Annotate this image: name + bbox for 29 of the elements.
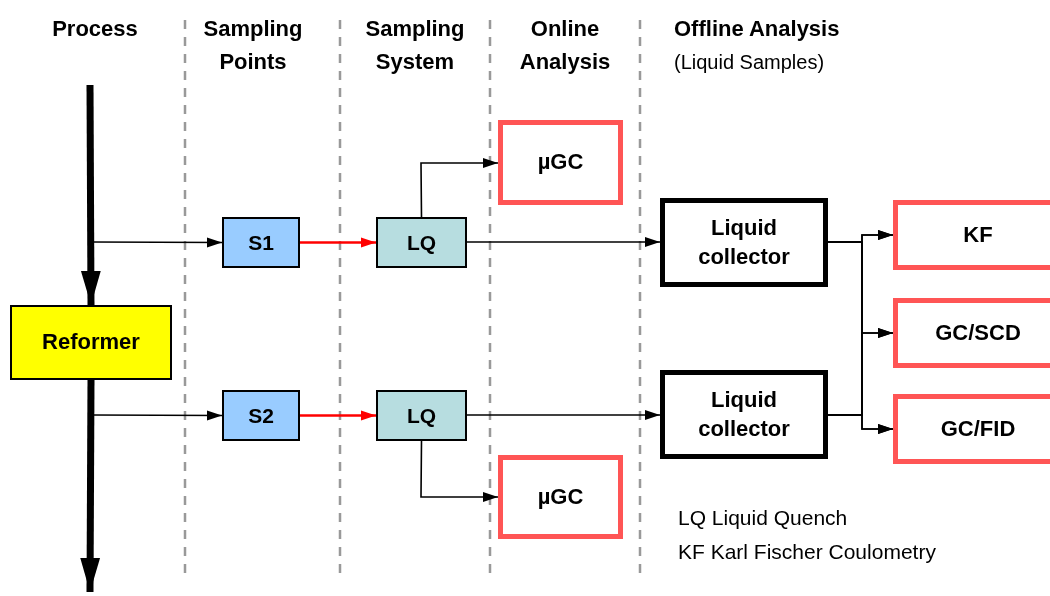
reactor-box: Reformer [10, 305, 172, 380]
collector-box: Liquid collector [660, 198, 828, 287]
quench-box: LQ [376, 217, 467, 268]
arrow [420, 440, 499, 502]
sampling-point-box: S1 [222, 217, 300, 268]
arrow [91, 237, 223, 248]
collector-box: Liquid collector [660, 370, 828, 459]
arrow [466, 410, 661, 420]
analyzer-box: GC/FID [893, 394, 1050, 464]
arrow [420, 158, 499, 218]
sampling-point-box: S2 [222, 390, 300, 441]
arrow [827, 414, 894, 434]
arrow [466, 237, 661, 247]
analyzer-box: µGC [498, 455, 623, 539]
quench-box: LQ [376, 390, 467, 441]
analyzer-box: KF [893, 200, 1050, 270]
arrow [300, 237, 376, 248]
column-subheading: (Liquid Samples) [674, 50, 826, 75]
analyzer-box: µGC [498, 120, 623, 205]
column-heading: Online Analysis [518, 15, 612, 76]
column-heading: Process [51, 15, 139, 43]
note-text: KF Karl Fischer Coulometry [678, 539, 937, 565]
column-heading: Offline Analysis [674, 15, 841, 43]
arrow [300, 410, 376, 421]
analyzer-box: GC/SCD [893, 298, 1050, 368]
column-heading: Sampling Points [202, 15, 304, 76]
arrow [91, 410, 223, 421]
column-heading: Sampling System [364, 15, 466, 76]
note-text: LQ Liquid Quench [678, 505, 849, 531]
